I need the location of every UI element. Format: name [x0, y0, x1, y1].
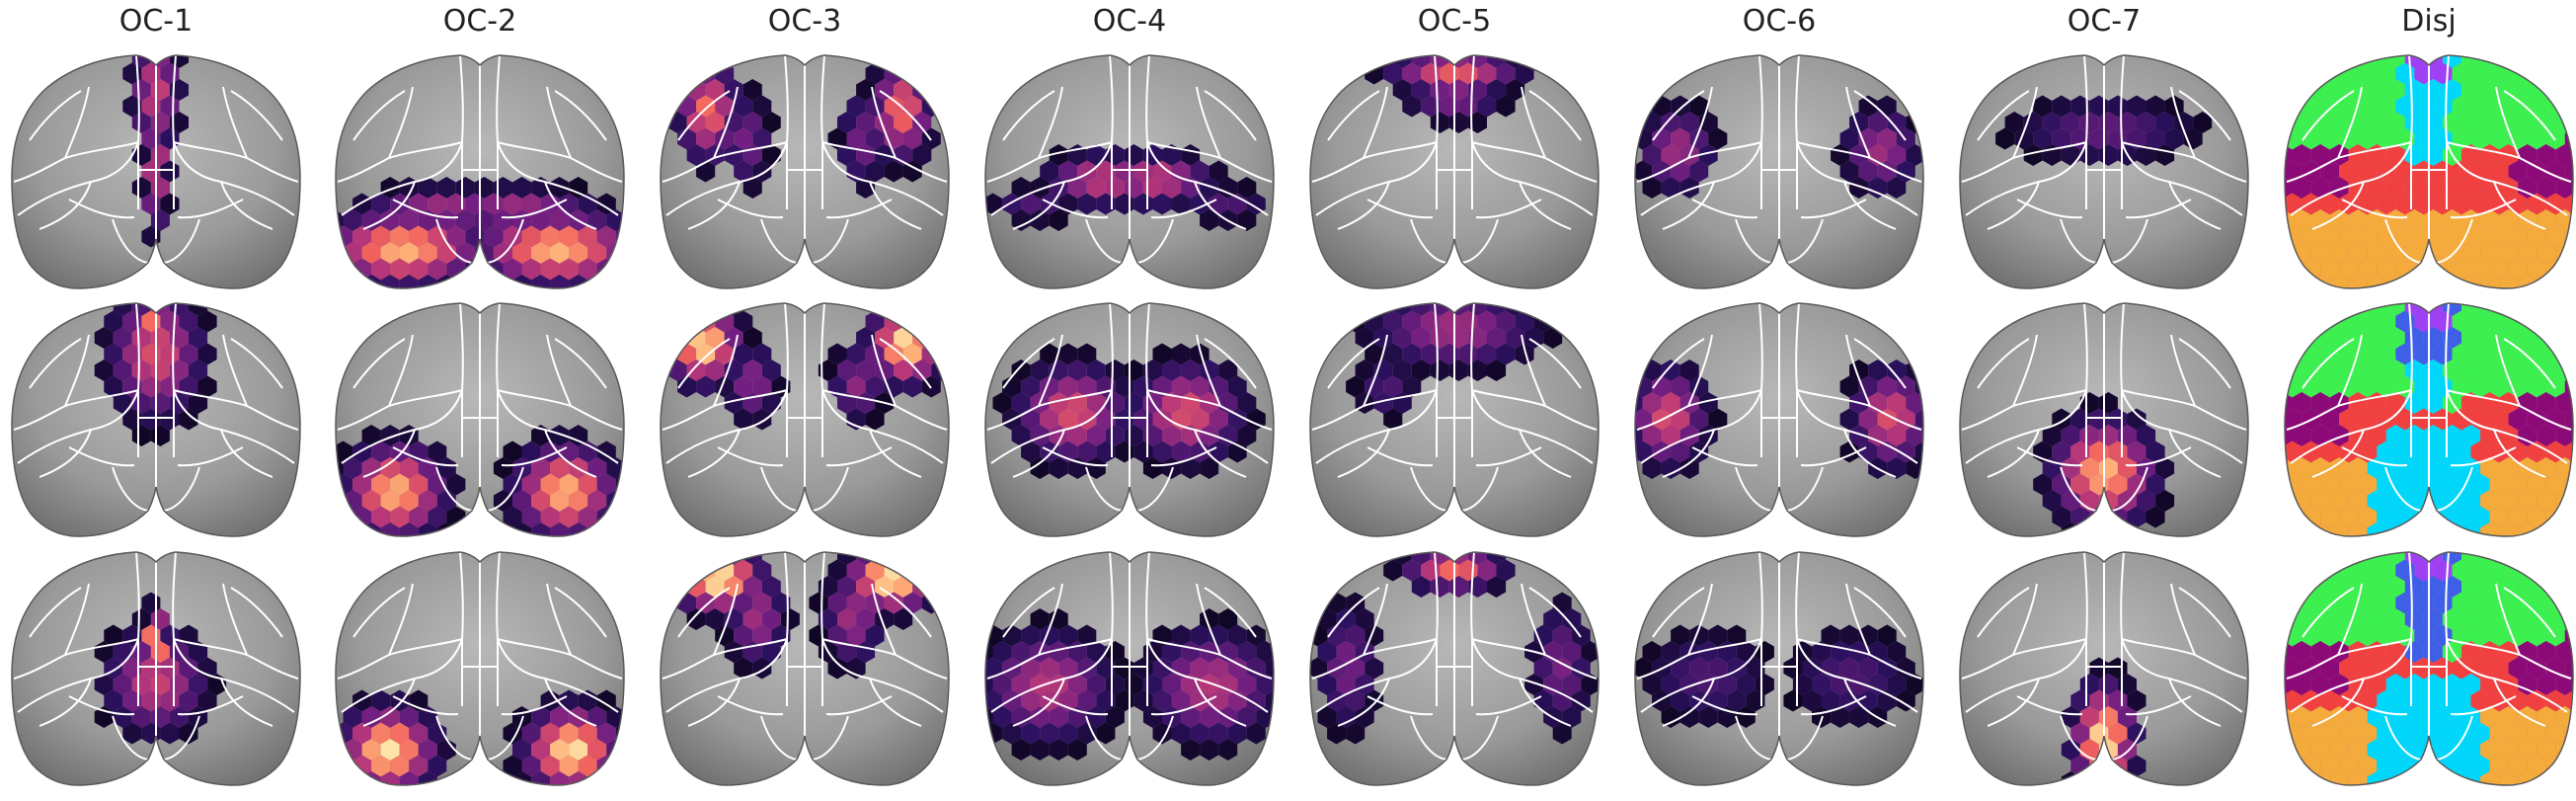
area-boundaries: [1634, 551, 1924, 786]
brain-map-oc-3-row-1: [660, 54, 950, 289]
column-title-oc-4: OC-4: [1092, 4, 1167, 39]
brain-map-oc-4-row-3: [984, 551, 1275, 786]
area-boundaries: [660, 551, 950, 786]
brain-map-oc-5-row-3: [1309, 551, 1600, 786]
area-boundaries: [1309, 302, 1600, 537]
area-boundaries: [984, 54, 1275, 289]
area-boundaries: [1959, 54, 2249, 289]
brain-map-oc-6-row-1: [1634, 54, 1924, 289]
brain-map-oc-4-row-1: [984, 54, 1275, 289]
area-boundaries: [1309, 54, 1600, 289]
area-boundaries: [660, 54, 950, 289]
brain-map-disj-row-3: [2284, 551, 2574, 786]
area-boundaries: [984, 551, 1275, 786]
column-title-oc-2: OC-2: [442, 4, 517, 39]
area-boundaries: [335, 54, 625, 289]
brain-map-oc-3-row-2: [660, 302, 950, 537]
column-title-oc-1: OC-1: [118, 4, 194, 39]
brain-map-disj-row-2: [2284, 302, 2574, 537]
brain-map-oc-7-row-2: [1959, 302, 2249, 537]
brain-map-disj-row-1: [2284, 54, 2574, 289]
brain-map-oc-3-row-3: [660, 551, 950, 786]
area-boundaries: [335, 302, 625, 537]
area-boundaries: [11, 302, 301, 537]
activation-layer: [1635, 360, 1923, 479]
brain-map-oc-1-row-3: [11, 551, 301, 786]
column-title-oc-5: OC-5: [1417, 4, 1492, 39]
area-boundaries: [2284, 302, 2574, 537]
column-title-disj: Disj: [2401, 4, 2457, 39]
area-boundaries: [1309, 551, 1600, 786]
area-boundaries: [335, 551, 625, 786]
brain-map-oc-4-row-2: [984, 302, 1275, 537]
area-boundaries: [11, 551, 301, 786]
brain-map-oc-7-row-1: [1959, 54, 2249, 289]
area-boundaries: [2284, 551, 2574, 786]
brain-map-oc-6-row-2: [1634, 302, 1924, 537]
area-boundaries: [984, 302, 1275, 537]
area-boundaries: [660, 302, 950, 537]
area-boundaries: [1634, 302, 1924, 537]
column-title-oc-7: OC-7: [2067, 4, 2142, 39]
brain-map-oc-1-row-1: [11, 54, 301, 289]
area-boundaries: [11, 54, 301, 289]
column-title-oc-6: OC-6: [1742, 4, 1817, 39]
area-boundaries: [1634, 54, 1924, 289]
brain-map-oc-7-row-3: [1959, 551, 2249, 786]
brain-map-oc-5-row-2: [1309, 302, 1600, 537]
activation-layer: [992, 343, 1266, 479]
brain-map-oc-6-row-3: [1634, 551, 1924, 786]
area-boundaries: [1959, 551, 2249, 786]
brain-map-oc-2-row-1: [335, 54, 625, 289]
area-boundaries: [1959, 302, 2249, 537]
brain-map-oc-2-row-3: [335, 551, 625, 786]
brain-map-oc-5-row-1: [1309, 54, 1600, 289]
area-boundaries: [2284, 54, 2574, 289]
brain-map-oc-2-row-2: [335, 302, 625, 537]
column-title-oc-3: OC-3: [767, 4, 842, 39]
brain-map-oc-1-row-2: [11, 302, 301, 537]
